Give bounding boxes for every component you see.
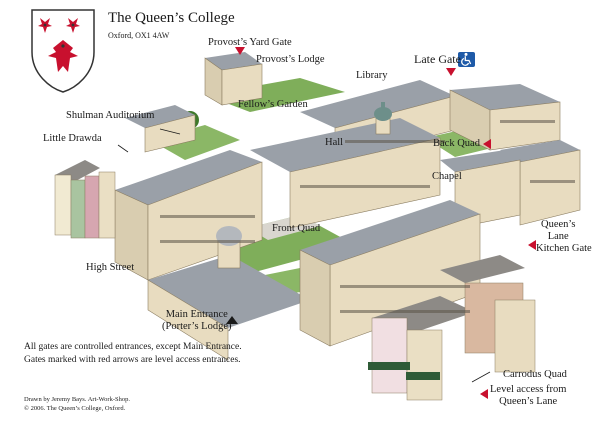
credit-line2: © 2006. The Queen’s College, Oxford.: [24, 405, 126, 412]
label-hall: Hall: [325, 137, 344, 148]
label-main-entrance: Main Entrance (Porter’s Lodge): [162, 309, 232, 332]
label-high-street: High Street: [86, 262, 135, 273]
label-level-access-line1: Level access from: [490, 384, 567, 395]
black-arrow-icon: [226, 316, 238, 324]
label-fellows-garden: Fellow’s Garden: [238, 99, 308, 110]
front-range: [147, 255, 310, 361]
label-front-quad: Front Quad: [272, 223, 321, 234]
credits: Drawn by Jeremy Bays. Art-Work-Shop. © 2…: [24, 395, 130, 413]
label-carrodus-quad: Carrodus Quad: [503, 369, 567, 380]
crest-icon: [31, 9, 95, 93]
label-queens-lane-line2: Lane: [547, 230, 569, 242]
red-arrow-icon: [480, 389, 488, 399]
label-chapel: Chapel: [432, 171, 462, 182]
address: Oxford, OX1 4AW: [108, 31, 170, 40]
label-queens-lane-line1: Queen’s: [541, 219, 576, 230]
little-drawda-houses: [54, 160, 116, 239]
label-provosts-yard-gate: Provost’s Yard Gate: [208, 37, 292, 48]
shulman-auditorium: [125, 105, 196, 153]
leader-lines: [117, 128, 491, 383]
label-little-drawda: Little Drawda: [43, 133, 102, 144]
red-arrow-icon: [446, 68, 456, 76]
label-library: Library: [356, 70, 388, 81]
provosts-lodge: [204, 52, 263, 106]
credit-line1: Drawn by Jeremy Bays. Art-Work-Shop.: [24, 396, 130, 403]
label-shulman-auditorium: Shulman Auditorium: [66, 110, 155, 121]
label-main-entrance-line2: (Porter’s Lodge): [162, 320, 232, 332]
west-range: [114, 150, 263, 281]
access-notes: All gates are controlled entrances, exce…: [24, 341, 242, 367]
hall-chapel-building: [250, 118, 521, 229]
label-queens-lane: Queen’s Lane: [541, 219, 575, 242]
label-kitchen-gate: Kitchen Gate: [536, 243, 592, 254]
label-level-access-line2: Queen’s Lane: [499, 395, 558, 407]
label-late-gate: Late Gate: [414, 52, 461, 66]
carrodus-buildings: [368, 255, 536, 401]
gatehouse-cupola: [216, 226, 242, 269]
label-back-quad: Back Quad: [433, 138, 480, 149]
cupola: [374, 102, 392, 135]
red-arrow-icon: [528, 240, 536, 250]
label-provosts-lodge: Provost’s Lodge: [256, 54, 325, 65]
garden-lawn-left: [150, 125, 240, 160]
label-level-access: Level access from Queen’s Lane: [490, 384, 566, 407]
red-arrow-icon: [235, 47, 245, 55]
red-arrow-icon: [483, 139, 491, 149]
access-note-line1: All gates are controlled entrances, exce…: [24, 342, 242, 352]
label-main-entrance-line1: Main Entrance: [165, 309, 228, 320]
page-title: The Queen’s College: [108, 10, 235, 26]
access-note-line2: Gates marked with red arrows are level a…: [24, 355, 241, 365]
window-pattern: [160, 120, 575, 313]
fellows-garden-lawn: [205, 78, 345, 112]
back-quad-buildings: [449, 84, 581, 226]
wheelchair-icon: [458, 52, 475, 67]
